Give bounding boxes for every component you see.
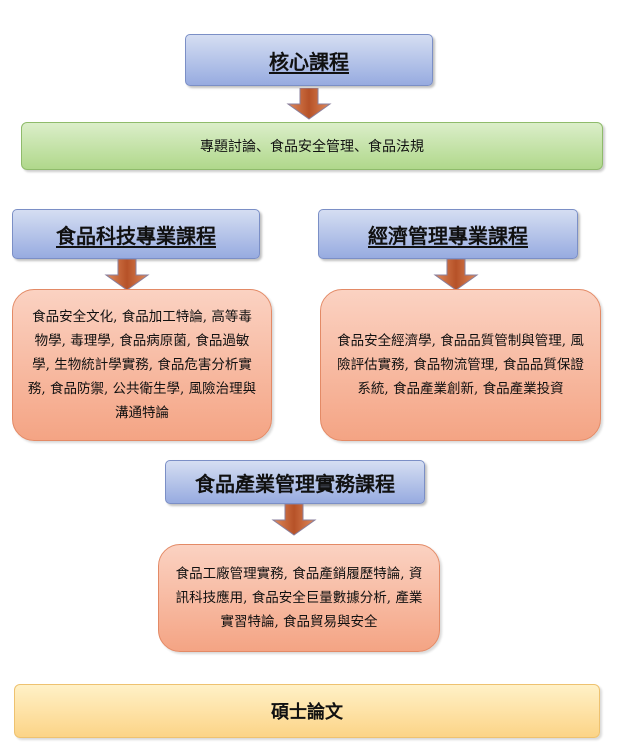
core-course-title: 核心課程 [269, 49, 349, 74]
core-course-text: 專題討論、食品安全管理、食品法規 [200, 139, 424, 155]
arrow-down-icon [271, 504, 317, 536]
economics-header: 經濟管理專業課程 [318, 209, 578, 259]
economics-content: 食品安全經濟學, 食品品質管制與管理, 風險評估實務, 食品物流管理, 食品品質… [320, 289, 601, 441]
economics-title: 經濟管理專業課程 [368, 223, 528, 248]
core-course-header: 核心課程 [185, 34, 433, 86]
industry-title: 食品產業管理實務課程 [195, 471, 395, 496]
arrow-down-icon [286, 88, 332, 120]
industry-header: 食品產業管理實務課程 [165, 460, 425, 504]
thesis-title: 碩士論文 [271, 702, 343, 723]
arrow-down-icon [433, 259, 479, 291]
economics-text: 食品安全經濟學, 食品品質管制與管理, 風險評估實務, 食品物流管理, 食品品質… [337, 333, 584, 397]
industry-text: 食品工廠管理實務, 食品產銷履歷特論, 資訊科技應用, 食品安全巨量數據分析, … [175, 566, 423, 630]
thesis-bar: 碩士論文 [14, 684, 600, 738]
core-course-content: 專題討論、食品安全管理、食品法規 [21, 122, 603, 170]
food-science-header: 食品科技專業課程 [12, 209, 260, 259]
industry-content: 食品工廠管理實務, 食品產銷履歷特論, 資訊科技應用, 食品安全巨量數據分析, … [158, 544, 440, 652]
food-science-title: 食品科技專業課程 [56, 223, 216, 248]
food-science-content: 食品安全文化, 食品加工特論, 高等毒物學, 毒理學, 食品病原菌, 食品過敏學… [12, 289, 272, 441]
arrow-down-icon [104, 259, 150, 291]
food-science-text: 食品安全文化, 食品加工特論, 高等毒物學, 毒理學, 食品病原菌, 食品過敏學… [27, 309, 257, 421]
